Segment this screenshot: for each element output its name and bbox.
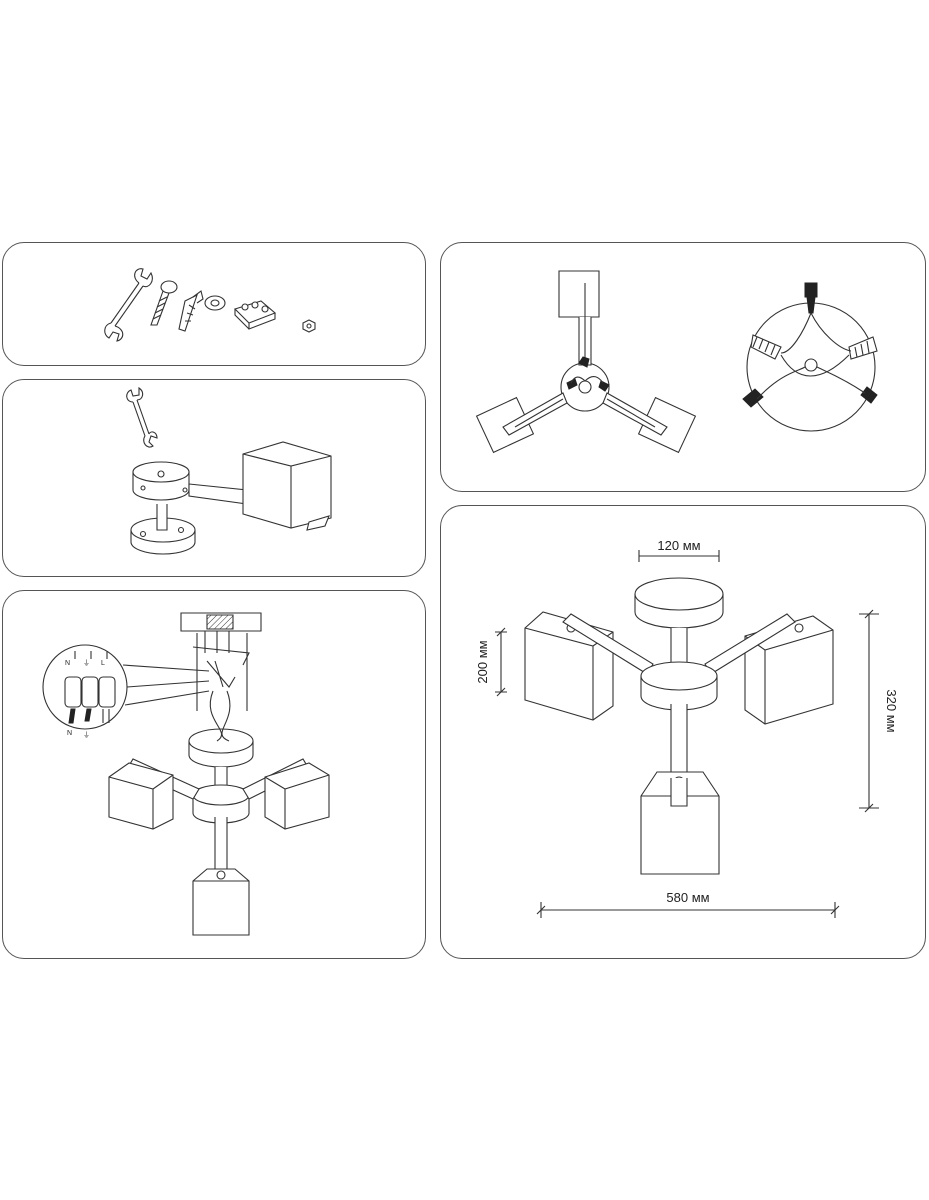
shade-cube: [243, 442, 331, 530]
shade-bottom: [193, 869, 249, 935]
total-width-label: 580 мм: [666, 890, 709, 905]
shade-left: [525, 612, 613, 720]
shade-left: [109, 763, 173, 829]
wrench-icon: [105, 269, 153, 341]
top-view-wiring-panel: [440, 242, 926, 492]
total-width-dimension: 580 мм: [537, 890, 839, 918]
total-height-label: 320 мм: [884, 689, 899, 732]
shade-bottom: [641, 772, 719, 874]
wiring-step-panel: N ⏚ L N ⏚: [2, 590, 426, 959]
fixture-body: [133, 462, 189, 500]
total-height-dimension: 320 мм: [859, 610, 899, 812]
canopy-width-dimension: 120 мм: [639, 538, 719, 562]
terminal-label-ground-bottom: ⏚: [83, 731, 90, 739]
top-view-left: [477, 271, 696, 452]
top-view-detail: [743, 283, 877, 431]
canopy: [635, 578, 723, 666]
ceiling-plate-base: [131, 504, 195, 554]
dimensions-panel: 120 мм: [440, 505, 926, 959]
terminal-label-n: N: [65, 660, 70, 667]
terminal-label-l: L: [101, 660, 105, 667]
terminal-detail-callout: N ⏚ L N ⏚: [43, 645, 209, 739]
canopy-diameter-label: 120 мм: [657, 538, 700, 553]
mounting-step-panel: [2, 379, 426, 577]
shade-right: [265, 763, 329, 829]
washer-icon: [205, 296, 225, 310]
terminal-label-ground: ⏚: [83, 659, 90, 667]
dowel-icon: [179, 291, 203, 331]
arm: [189, 484, 247, 504]
terminal-block-icon: [235, 301, 275, 329]
ceiling-plate: [181, 613, 261, 711]
fixture-body: [189, 691, 253, 823]
terminal-label-n-bottom: N: [67, 730, 72, 737]
hardware-kit-panel: [2, 242, 426, 366]
shade-height-dimension: 200 мм: [475, 628, 507, 696]
wrench-icon: [127, 388, 157, 447]
shade-height-label: 200 мм: [475, 640, 490, 683]
nut-icon: [303, 320, 315, 332]
screw-icon: [151, 281, 177, 325]
central-hub: [641, 662, 717, 710]
